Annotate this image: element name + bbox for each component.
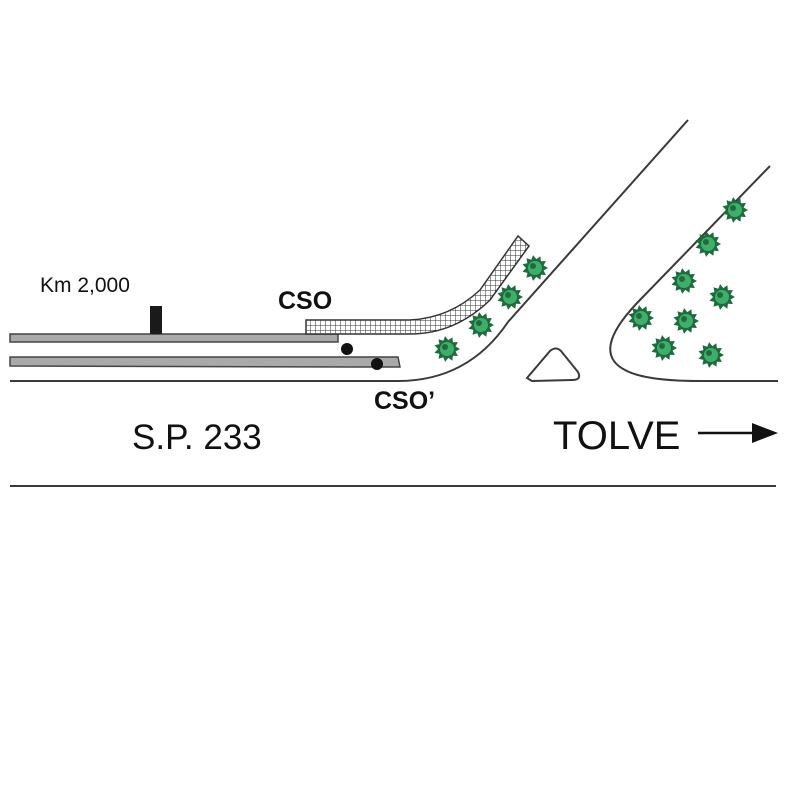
- shrub-icon: [722, 197, 748, 223]
- shrub-icon: [628, 305, 654, 331]
- shrub-icon: [698, 342, 724, 368]
- shrub-icon: [651, 335, 677, 361]
- shrub-icon: [695, 231, 721, 257]
- guardrails: [9, 333, 401, 368]
- shrub-icon: [709, 284, 735, 310]
- right-arrow-icon: [698, 423, 778, 443]
- road-edges: [10, 119, 778, 487]
- vegetation: [434, 197, 748, 368]
- cso-label: CSO: [278, 287, 332, 315]
- km-marker-label: Km 2,000: [40, 274, 130, 297]
- milestone-post-icon: [150, 306, 162, 334]
- guardrail-upper: [9, 333, 339, 343]
- dot-icon: [341, 343, 353, 355]
- shrub-icon: [671, 268, 697, 294]
- shrub-icon: [673, 308, 699, 334]
- road-name-label: S.P. 233: [132, 418, 262, 457]
- dot-icon: [371, 358, 383, 370]
- cso-hatched-strip: [305, 234, 531, 335]
- traffic-island: [525, 347, 581, 383]
- road-edge-upper: [10, 119, 689, 382]
- destination-label: TOLVE: [553, 414, 680, 458]
- branch-edge-right: [609, 165, 778, 382]
- shrub-icon: [497, 284, 523, 310]
- guardrail-lower: [9, 356, 401, 368]
- shrub-icon: [468, 312, 494, 338]
- shrub-icon: [434, 336, 460, 362]
- cso-prime-label: CSO’: [374, 387, 435, 415]
- shrub-icon: [522, 255, 548, 281]
